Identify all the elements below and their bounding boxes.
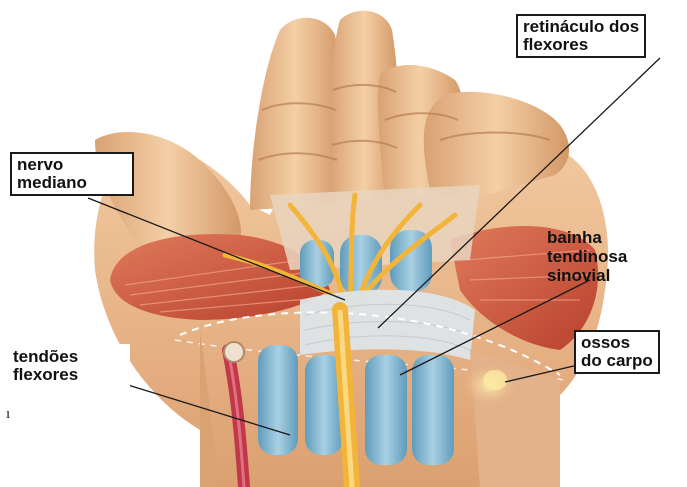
label-ossos-do-carpo: ossos do carpo — [574, 330, 660, 374]
label-bainha-tendinosa-sinovial: bainha tendinosa sinovial — [547, 228, 627, 285]
page-mark: ı — [6, 406, 10, 423]
index-finger — [250, 18, 341, 210]
label-nervo-mediano: nervo mediano — [10, 152, 134, 196]
label-tendoes-flexores: tendões flexores — [6, 344, 130, 388]
label-retinaculo-dos-flexores: retináculo dos flexores — [516, 14, 646, 58]
